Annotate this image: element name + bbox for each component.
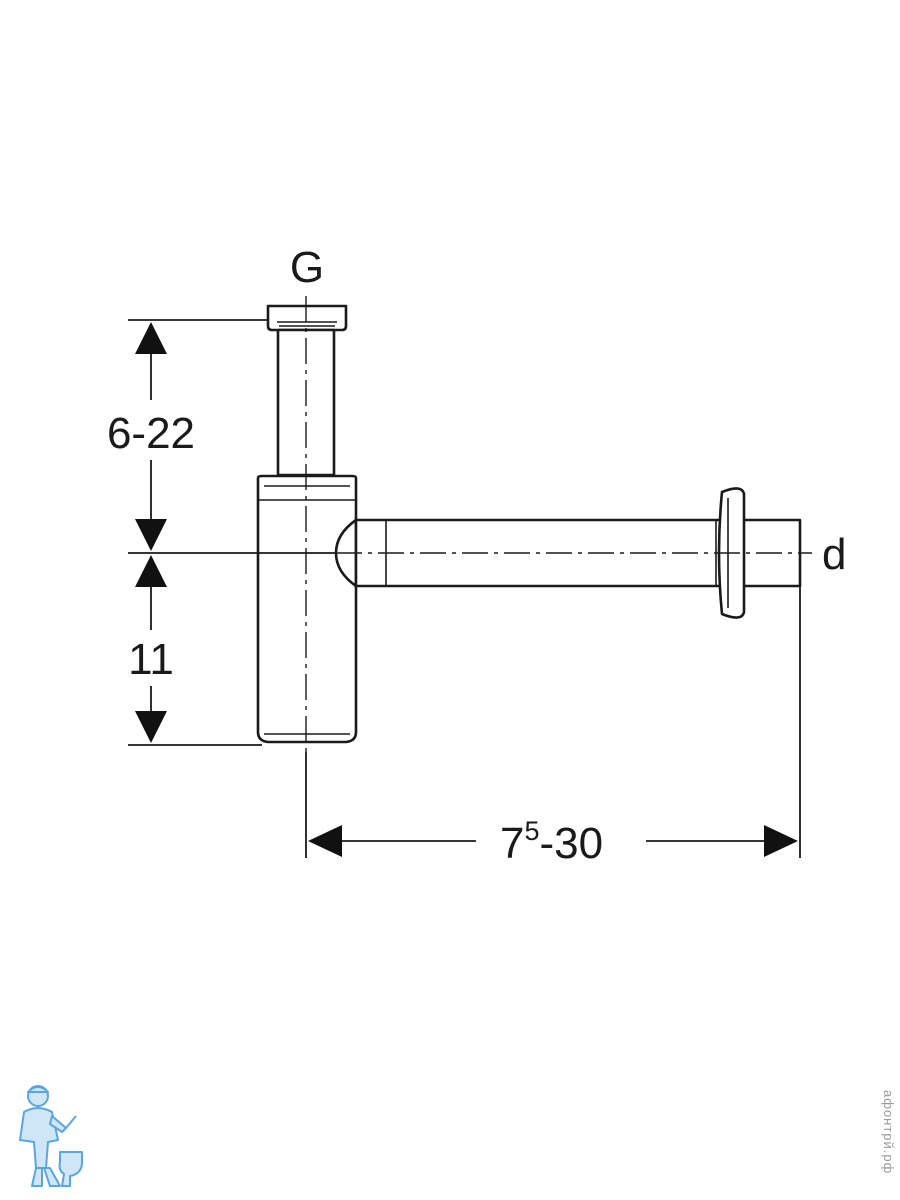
label-dim-11: 11: [128, 635, 174, 684]
label-dim-main: 7: [500, 819, 524, 868]
centerlines: [305, 296, 812, 752]
dimension-vertical-top: [135, 322, 167, 551]
label-dim-6-22: 6-22: [107, 409, 195, 458]
label-inlet-g: G: [290, 243, 324, 292]
dimension-horizontal: [308, 825, 798, 857]
label-dim-rest: -30: [540, 819, 604, 868]
extension-lines: [128, 319, 801, 858]
label-dim-7-5-30: 75-30: [500, 816, 603, 868]
watermark-site-text: афонтрй.рф: [881, 1090, 896, 1175]
siphon-body: [256, 304, 802, 744]
label-dim-sup: 5: [524, 816, 539, 846]
plumber-logo-icon: [19, 1085, 83, 1187]
label-outlet-d: d: [822, 530, 846, 579]
inlet-cap: [266, 304, 348, 332]
trap-bottle: [256, 474, 358, 744]
dimension-vertical-bottom: [135, 555, 167, 743]
